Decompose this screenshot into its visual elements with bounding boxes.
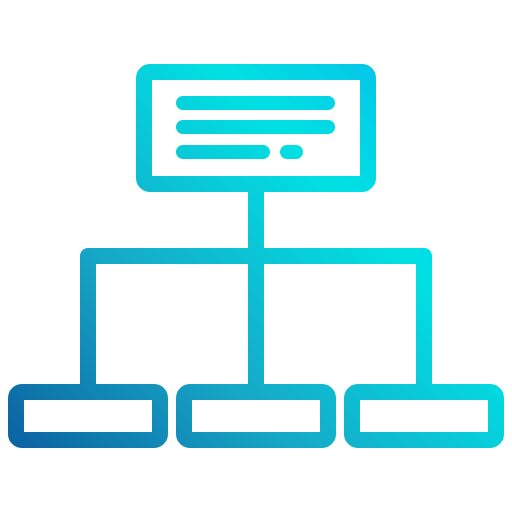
- child-node-right: [344, 384, 504, 448]
- child-node-center: [176, 384, 336, 448]
- child-node-left: [8, 384, 168, 448]
